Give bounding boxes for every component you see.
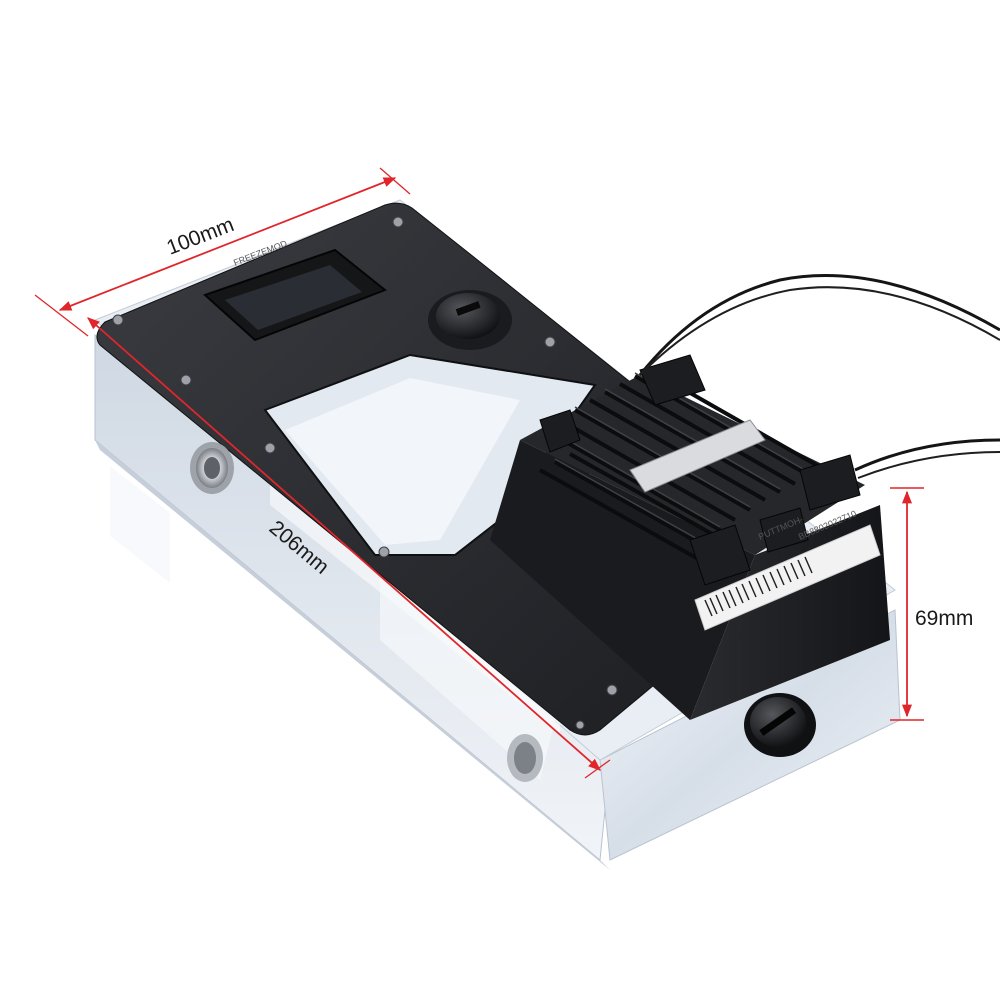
dimension-length-extension — [584, 759, 611, 779]
front-threaded-port — [507, 734, 543, 782]
pump-cable-right-2 — [857, 451, 1000, 479]
dimension-width — [34, 167, 411, 337]
dimension-width-label: 100mm — [164, 213, 238, 260]
fill-port-cap-icon — [428, 290, 512, 350]
pump-cable-upper-2 — [639, 286, 1000, 376]
pump-cable-right — [854, 438, 1000, 472]
dimension-height — [890, 487, 924, 721]
dimension-height-label: 69mm — [915, 607, 973, 630]
dimension-width-extension-right — [379, 167, 411, 195]
pump-label-plate — [629, 419, 766, 493]
dimension-length — [87, 317, 611, 779]
threaded-port-icon — [190, 442, 234, 494]
dimension-width-extension-left — [34, 294, 89, 337]
pump-cable-upper — [638, 274, 1000, 376]
side-port-plug-icon — [744, 693, 816, 757]
